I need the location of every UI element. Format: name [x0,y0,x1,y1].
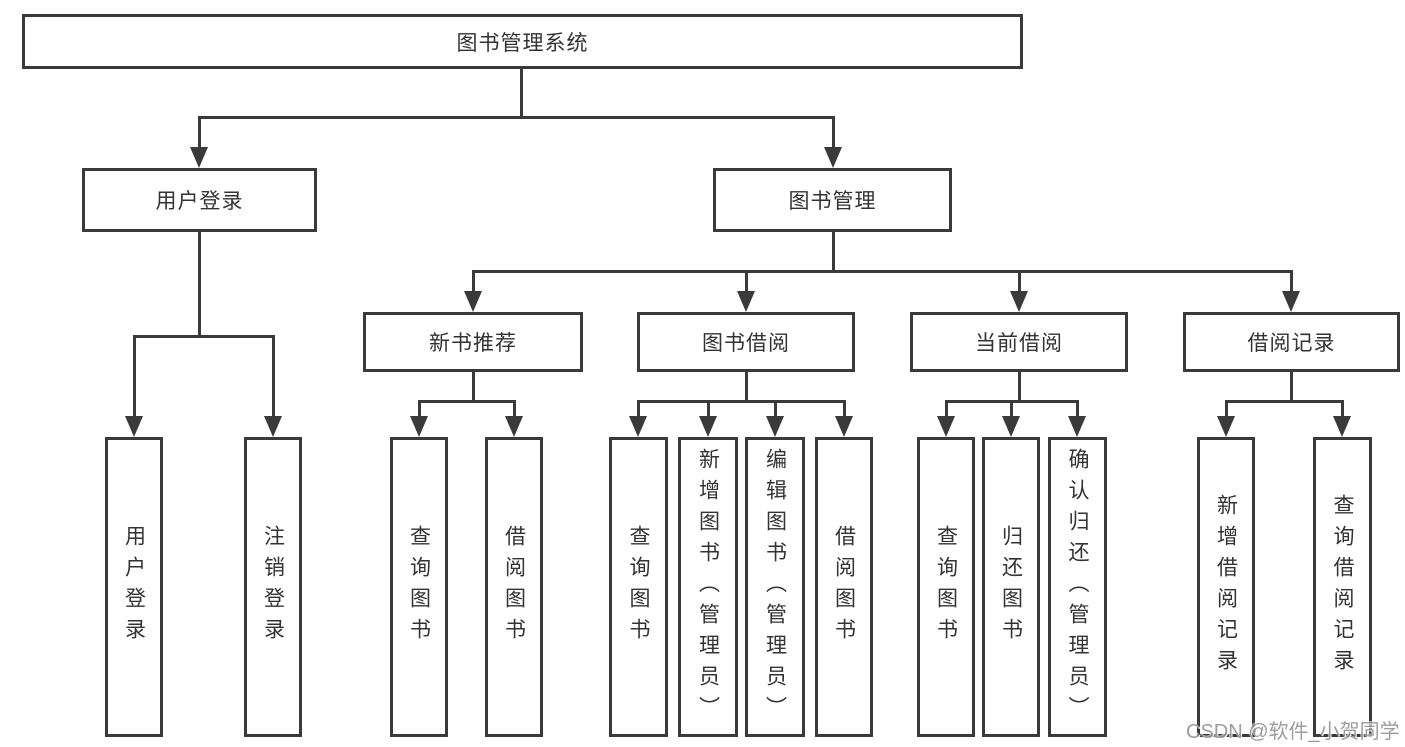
node-label: 借阅图书 [832,525,856,649]
connector-line [745,270,748,293]
connector-line [1225,400,1228,418]
connector-line [1010,400,1013,418]
connector-line [472,270,475,293]
connector-line [133,335,136,418]
connector-line [472,270,1293,273]
connector-line [418,400,421,418]
leaf-add-borrow-record: 新增借阅记录 [1197,437,1255,737]
connector-line [1341,400,1344,418]
node-label: 归还图书 [999,525,1023,649]
arrowhead-icon [1282,291,1300,312]
node-label: 新增图书（管理员） [696,447,720,727]
connector-line [1076,400,1079,418]
connector-line [1290,372,1293,400]
node-label: 用户登录 [122,525,146,649]
leaf-return-book: 归还图书 [982,437,1040,737]
node-label: 当前借阅 [975,332,1063,355]
node-label: 借阅记录 [1247,332,1336,355]
connector-line [832,116,835,149]
node-label: 注销登录 [261,525,285,649]
leaf-add-book-admin: 新增图书（管理员） [678,437,738,737]
node-label: 查询借阅记录 [1331,494,1354,680]
arrowhead-icon [1068,416,1086,437]
arrowhead-icon [937,416,955,437]
arrowhead-icon [1333,416,1351,437]
leaf-logout: 注销登录 [244,437,302,737]
connector-line [418,400,516,403]
node-label: 新书推荐 [429,332,517,355]
arrowhead-icon [1010,291,1028,312]
connector-line [513,400,516,418]
node-label: 图书借阅 [702,332,790,355]
connector-line [520,69,523,117]
node-label: 图书管理系统 [456,31,589,55]
node-label: 借阅图书 [502,525,526,649]
arrowhead-icon [1002,416,1020,437]
node-borrowing-records: 借阅记录 [1183,312,1400,372]
node-user-login: 用户登录 [82,168,317,232]
arrowhead-icon [699,416,717,437]
node-label: 编辑图书（管理员） [763,447,787,727]
connector-line [272,335,275,418]
connector-line [637,400,846,403]
leaf-confirm-return-admin: 确认归还（管理员） [1048,437,1107,737]
leaf-query-borrow-record: 查询借阅记录 [1313,437,1372,737]
connector-line [843,400,846,418]
leaf-edit-book-admin: 编辑图书（管理员） [745,437,805,737]
node-book-management: 图书管理 [713,168,952,232]
arrowhead-icon [835,416,853,437]
node-library-management-system: 图书管理系统 [22,14,1023,69]
leaf-borrow-books-recommend: 借阅图书 [485,437,543,737]
node-label: 确认归还（管理员） [1066,447,1089,727]
arrowhead-icon [264,416,282,437]
arrowhead-icon [766,416,784,437]
arrowhead-icon [629,416,647,437]
csdn-watermark: CSDN @软件_小贺同学 [1186,721,1400,743]
node-book-borrowing: 图书借阅 [637,312,855,372]
node-new-book-recommend: 新书推荐 [363,312,583,372]
leaf-user-login: 用户登录 [105,437,163,737]
arrowhead-icon [125,416,143,437]
connector-line [1225,400,1344,403]
connector-line [198,116,835,119]
node-label: 查询图书 [407,525,431,649]
arrowhead-icon [464,291,482,312]
connector-line [832,232,835,270]
node-label: 查询图书 [934,525,958,649]
arrowhead-icon [1217,416,1235,437]
leaf-query-books-current: 查询图书 [917,437,975,737]
connector-line [198,232,201,335]
connector-line [1018,270,1021,293]
connector-line [133,335,275,338]
leaf-borrow-books-borrowing: 借阅图书 [815,437,873,737]
node-label: 用户登录 [155,190,244,213]
arrowhead-icon [737,291,755,312]
arrowhead-icon [824,147,842,168]
arrowhead-icon [410,416,428,437]
connector-line [945,400,948,418]
node-label: 图书管理 [788,190,877,213]
connector-line [774,400,777,418]
connector-line [637,400,640,418]
arrowhead-icon [505,416,523,437]
arrowhead-icon [190,147,208,168]
connector-line [1290,270,1293,293]
node-current-borrowing: 当前借阅 [910,312,1128,372]
node-label: 查询图书 [627,525,650,649]
leaf-query-books-borrowing: 查询图书 [609,437,668,737]
connector-line [472,372,475,400]
node-label: 新增借阅记录 [1214,494,1238,680]
leaf-query-books-recommend: 查询图书 [390,437,448,737]
connector-line [198,116,201,149]
connector-line [707,400,710,418]
connector-line [745,372,748,400]
connector-line [1018,372,1021,400]
